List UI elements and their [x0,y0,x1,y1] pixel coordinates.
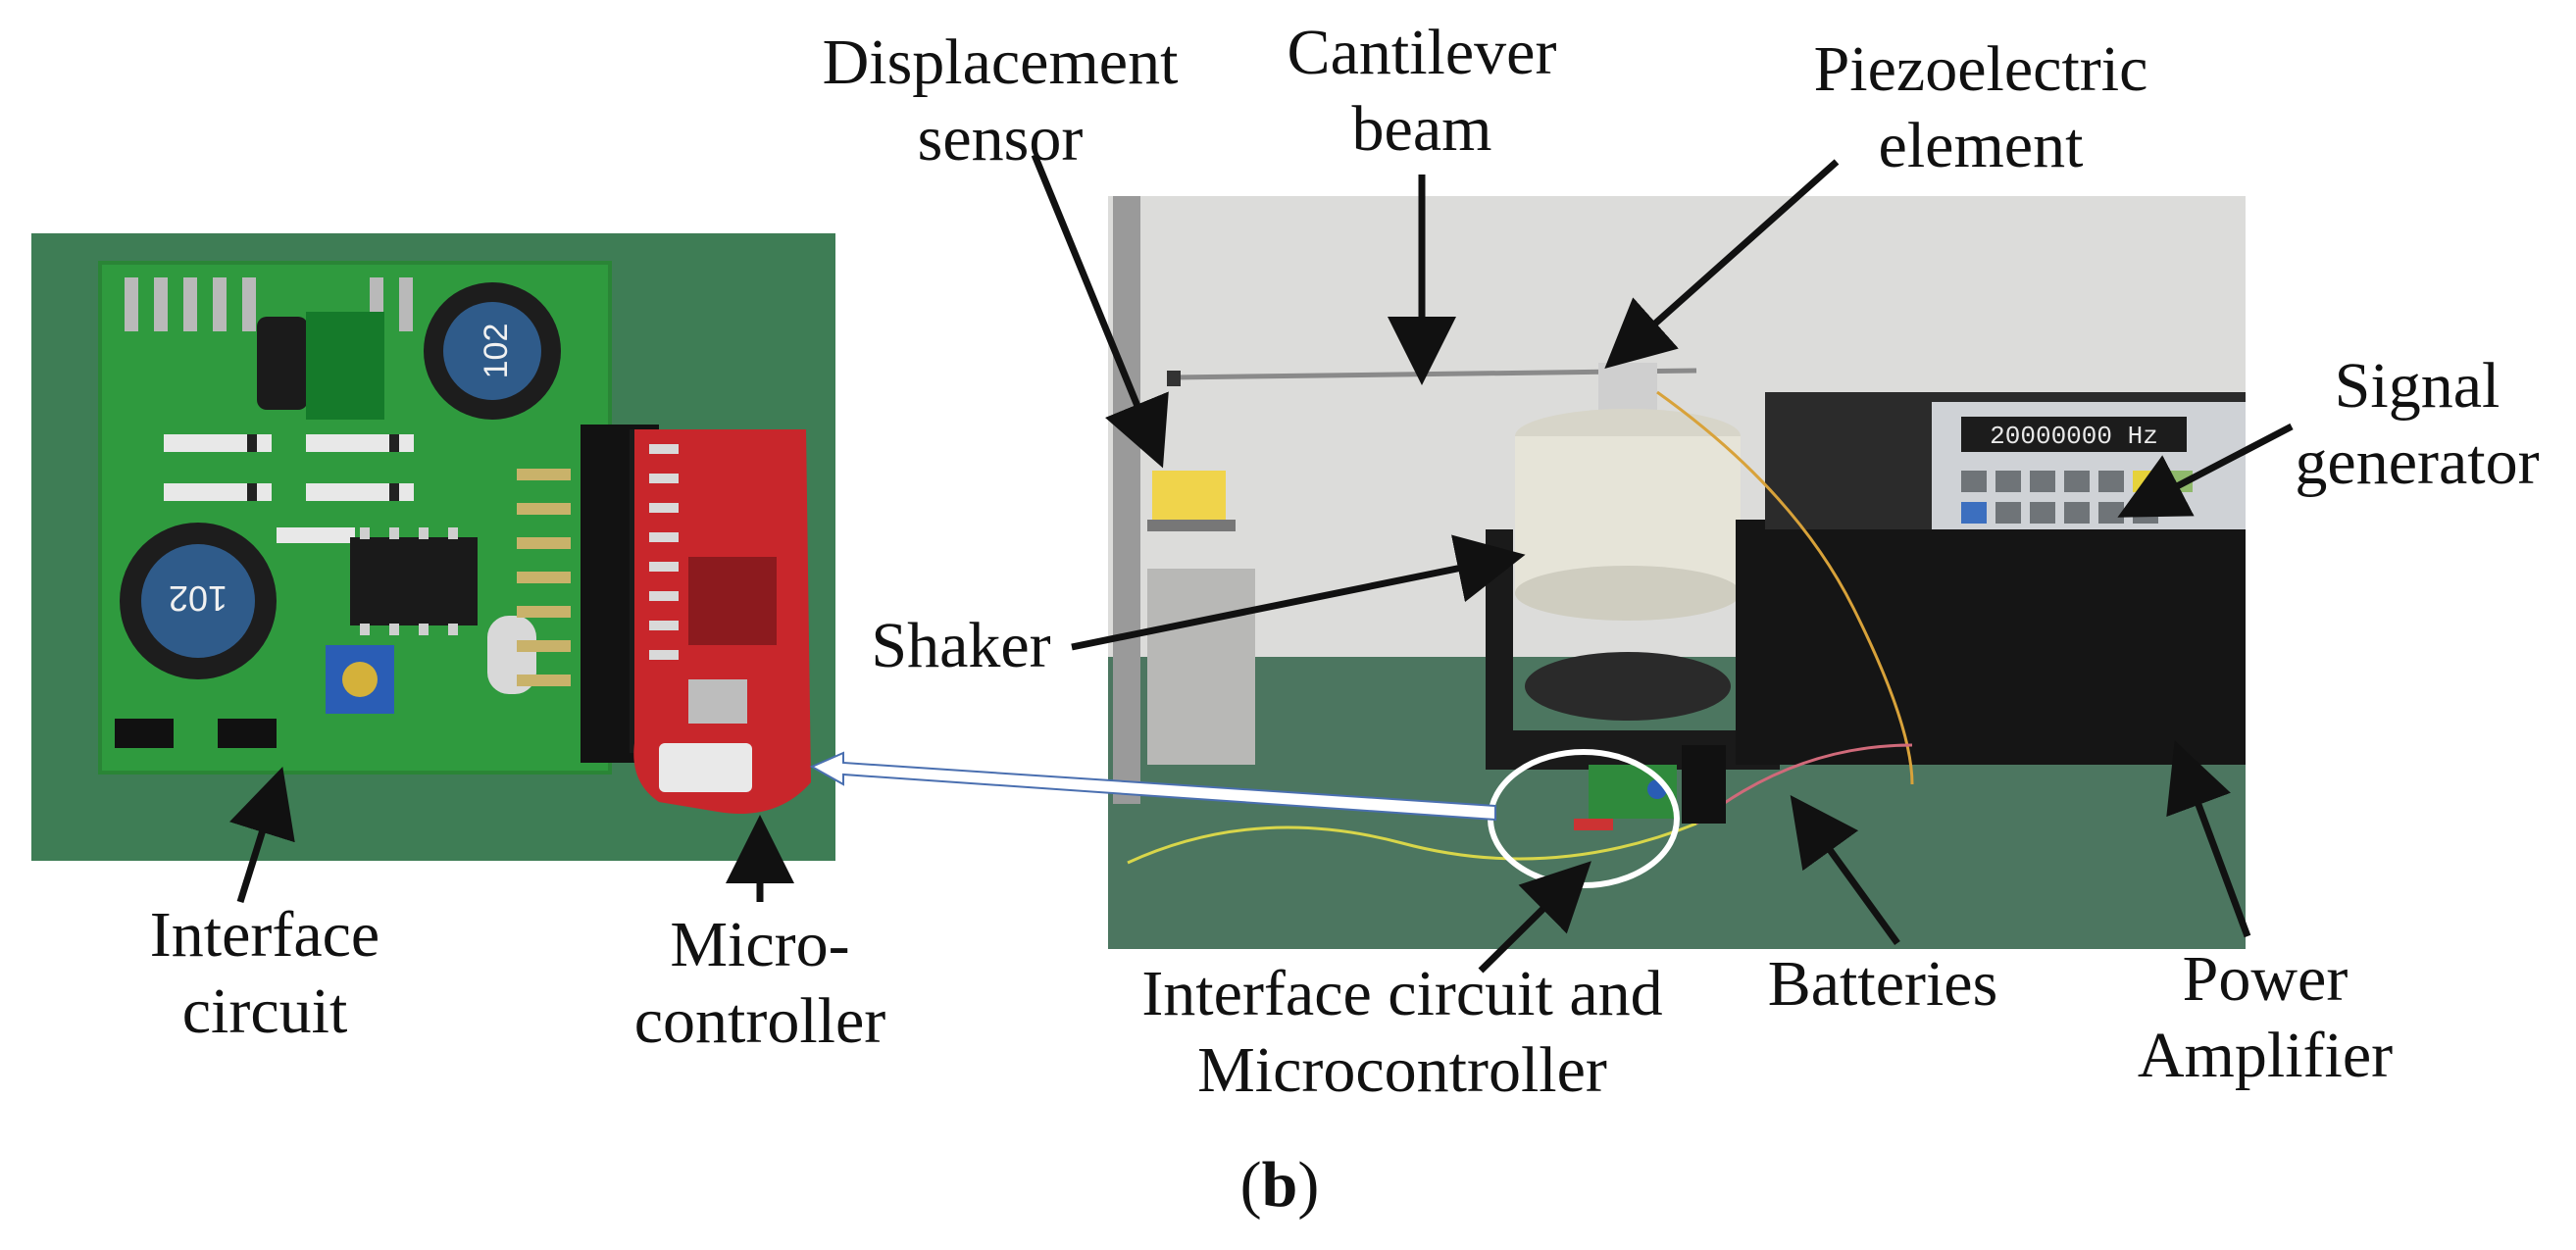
power-amplifier [1736,520,2246,765]
pcb-closeup-photo: 102 102 [31,233,835,861]
label-batteries: Batteries [1767,948,1998,1020]
connecting-arrow [809,751,1496,822]
diodes [164,434,414,543]
label-signal-generator: Signal generator [2295,350,2540,498]
instrument-readout: 20000000 Hz [1990,422,2158,451]
arrow-batteries [1790,794,1900,946]
capacitor [257,317,308,410]
arrow-interface-circuit [228,766,295,904]
green-block [306,312,384,420]
stand-block [1147,569,1255,765]
label-interface-micro: Interface circuit and Microcontroller [1141,958,1663,1106]
arrow-power-amplifier [2166,740,2251,938]
arrow-interface-micro [1478,861,1591,974]
label-interface-circuit: Interface circuit [149,899,380,1047]
side-pins [517,469,571,686]
arrow-signal-generator [2117,423,2294,518]
panel-letter: (b) [1239,1149,1320,1221]
jumpers [115,719,277,748]
arrow-shaker [1071,534,1526,651]
pcb-closeup-drawing: 102 102 [31,233,835,861]
label-displacement-sensor: Displacement sensor [822,26,1179,175]
label-cantilever-beam: Cantilever beam [1287,17,1557,165]
label-shaker: Shaker [871,610,1051,681]
arrow-displacement-sensor [1031,153,1169,469]
usb-connector [659,743,752,792]
inductor-left-mark: 102 [169,578,227,619]
inductor-top-mark: 102 [478,324,515,379]
battery-pack [1682,745,1726,824]
arrow-piezoelectric [1604,159,1840,369]
ic-chip [350,537,478,625]
label-micro-controller: Micro- controller [633,909,886,1057]
header-pins [125,277,413,331]
yellow-wire [1127,822,1697,865]
instrument-display [1961,417,2187,452]
label-piezoelectric-element: Piezoelectric element [1813,33,2148,181]
callout-ellipse [1488,749,1680,888]
label-power-amplifier: Power Amplifier [2137,943,2394,1091]
panel-letter-b: b [1261,1149,1298,1221]
stand-post [1113,196,1140,804]
